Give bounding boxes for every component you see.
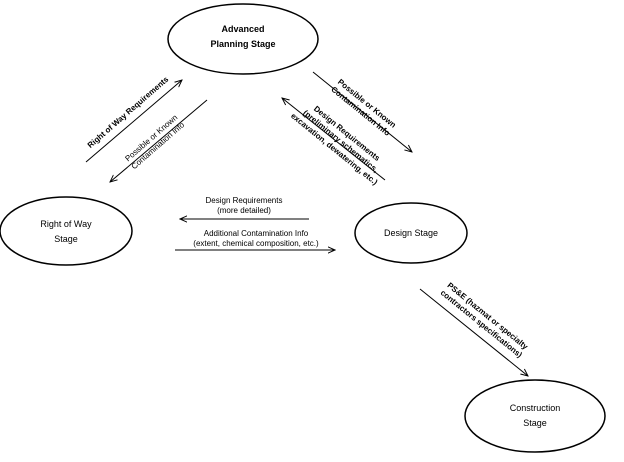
node-construction-stage: Construction Stage [464, 379, 606, 453]
edge-label-line1: Design Requirements [206, 196, 283, 205]
edge-label-row-contamination: Possible or Known Contamination Info [123, 113, 186, 171]
node-design-stage: Design Stage [354, 202, 468, 264]
edge-label-line1: Additional Contamination Info [204, 229, 309, 238]
edge-label-design-requirements-detailed: Design Requirements (more detailed) [206, 196, 283, 215]
arrow-planning-to-row [110, 99, 208, 182]
node-label-line1: Construction [510, 403, 561, 413]
edge-label-line2: (more detailed) [217, 206, 271, 215]
node-label-line1: Advanced [221, 24, 264, 34]
node-ellipse [464, 379, 606, 453]
node-ellipse [167, 3, 319, 75]
edge-label-pse: PS&E (hazmat or specialty contractors sp… [439, 281, 531, 360]
node-label-line1: Design Stage [384, 228, 438, 238]
node-label-line2: Stage [54, 234, 78, 244]
node-right-of-way-stage: Right of Way Stage [0, 196, 133, 266]
edge-label-additional-contamination: Additional Contamination Info (extent, c… [193, 229, 319, 248]
arrow-row-to-planning [85, 80, 182, 163]
edge-label-line2: (extent, chemical composition, etc.) [193, 239, 319, 248]
edge-label-line1: PS&E (hazmat or specialty [446, 281, 531, 352]
node-label-line2: Planning Stage [210, 39, 275, 49]
arrow-design-to-planning [282, 98, 386, 181]
node-ellipse [0, 196, 133, 266]
node-label-line1: Right of Way [40, 219, 92, 229]
node-ellipse [354, 202, 468, 264]
arrow-planning-to-design [312, 71, 412, 152]
node-label-line2: Stage [523, 418, 547, 428]
node-advanced-planning-stage: Advanced Planning Stage [167, 3, 319, 75]
arrow-design-to-construction [419, 288, 528, 376]
edge-label-line2: contractors specifications) [439, 288, 524, 360]
